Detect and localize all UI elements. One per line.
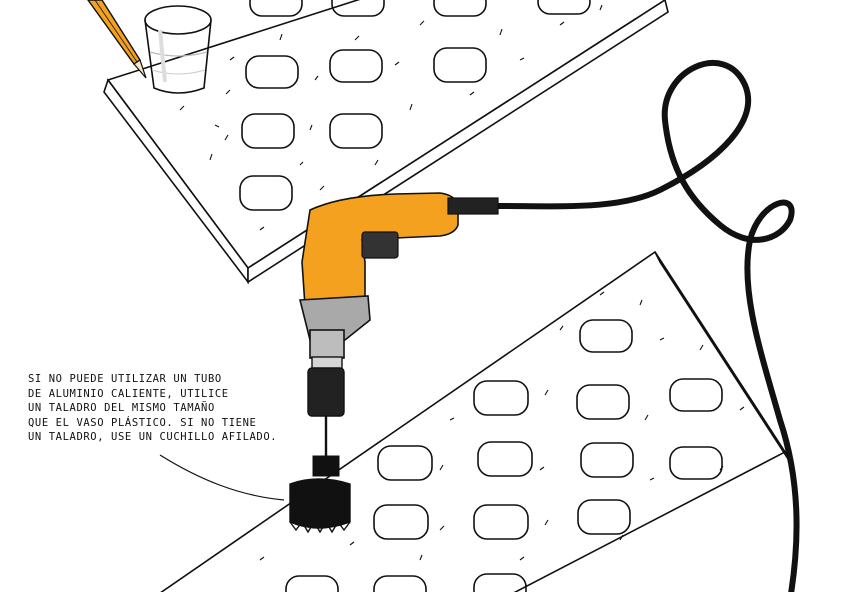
caption-line: UN TALADRO, USE UN CUCHILLO AFILADO. (28, 430, 288, 445)
pencil-icon (88, 0, 146, 78)
caption-line: SI NO PUEDE UTILIZAR UN TUBO (28, 372, 288, 387)
caption-line: DE ALUMINIO CALIENTE, UTILICE (28, 387, 288, 402)
caption-pointer (160, 455, 284, 500)
hole-saw-icon (290, 456, 350, 532)
instruction-caption: SI NO PUEDE UTILIZAR UN TUBO DE ALUMINIO… (28, 372, 288, 445)
caption-line: UN TALADRO DEL MISMO TAMAÑO (28, 401, 288, 416)
caption-line: QUE EL VASO PLÁSTICO. SI NO TIENE (28, 416, 288, 431)
